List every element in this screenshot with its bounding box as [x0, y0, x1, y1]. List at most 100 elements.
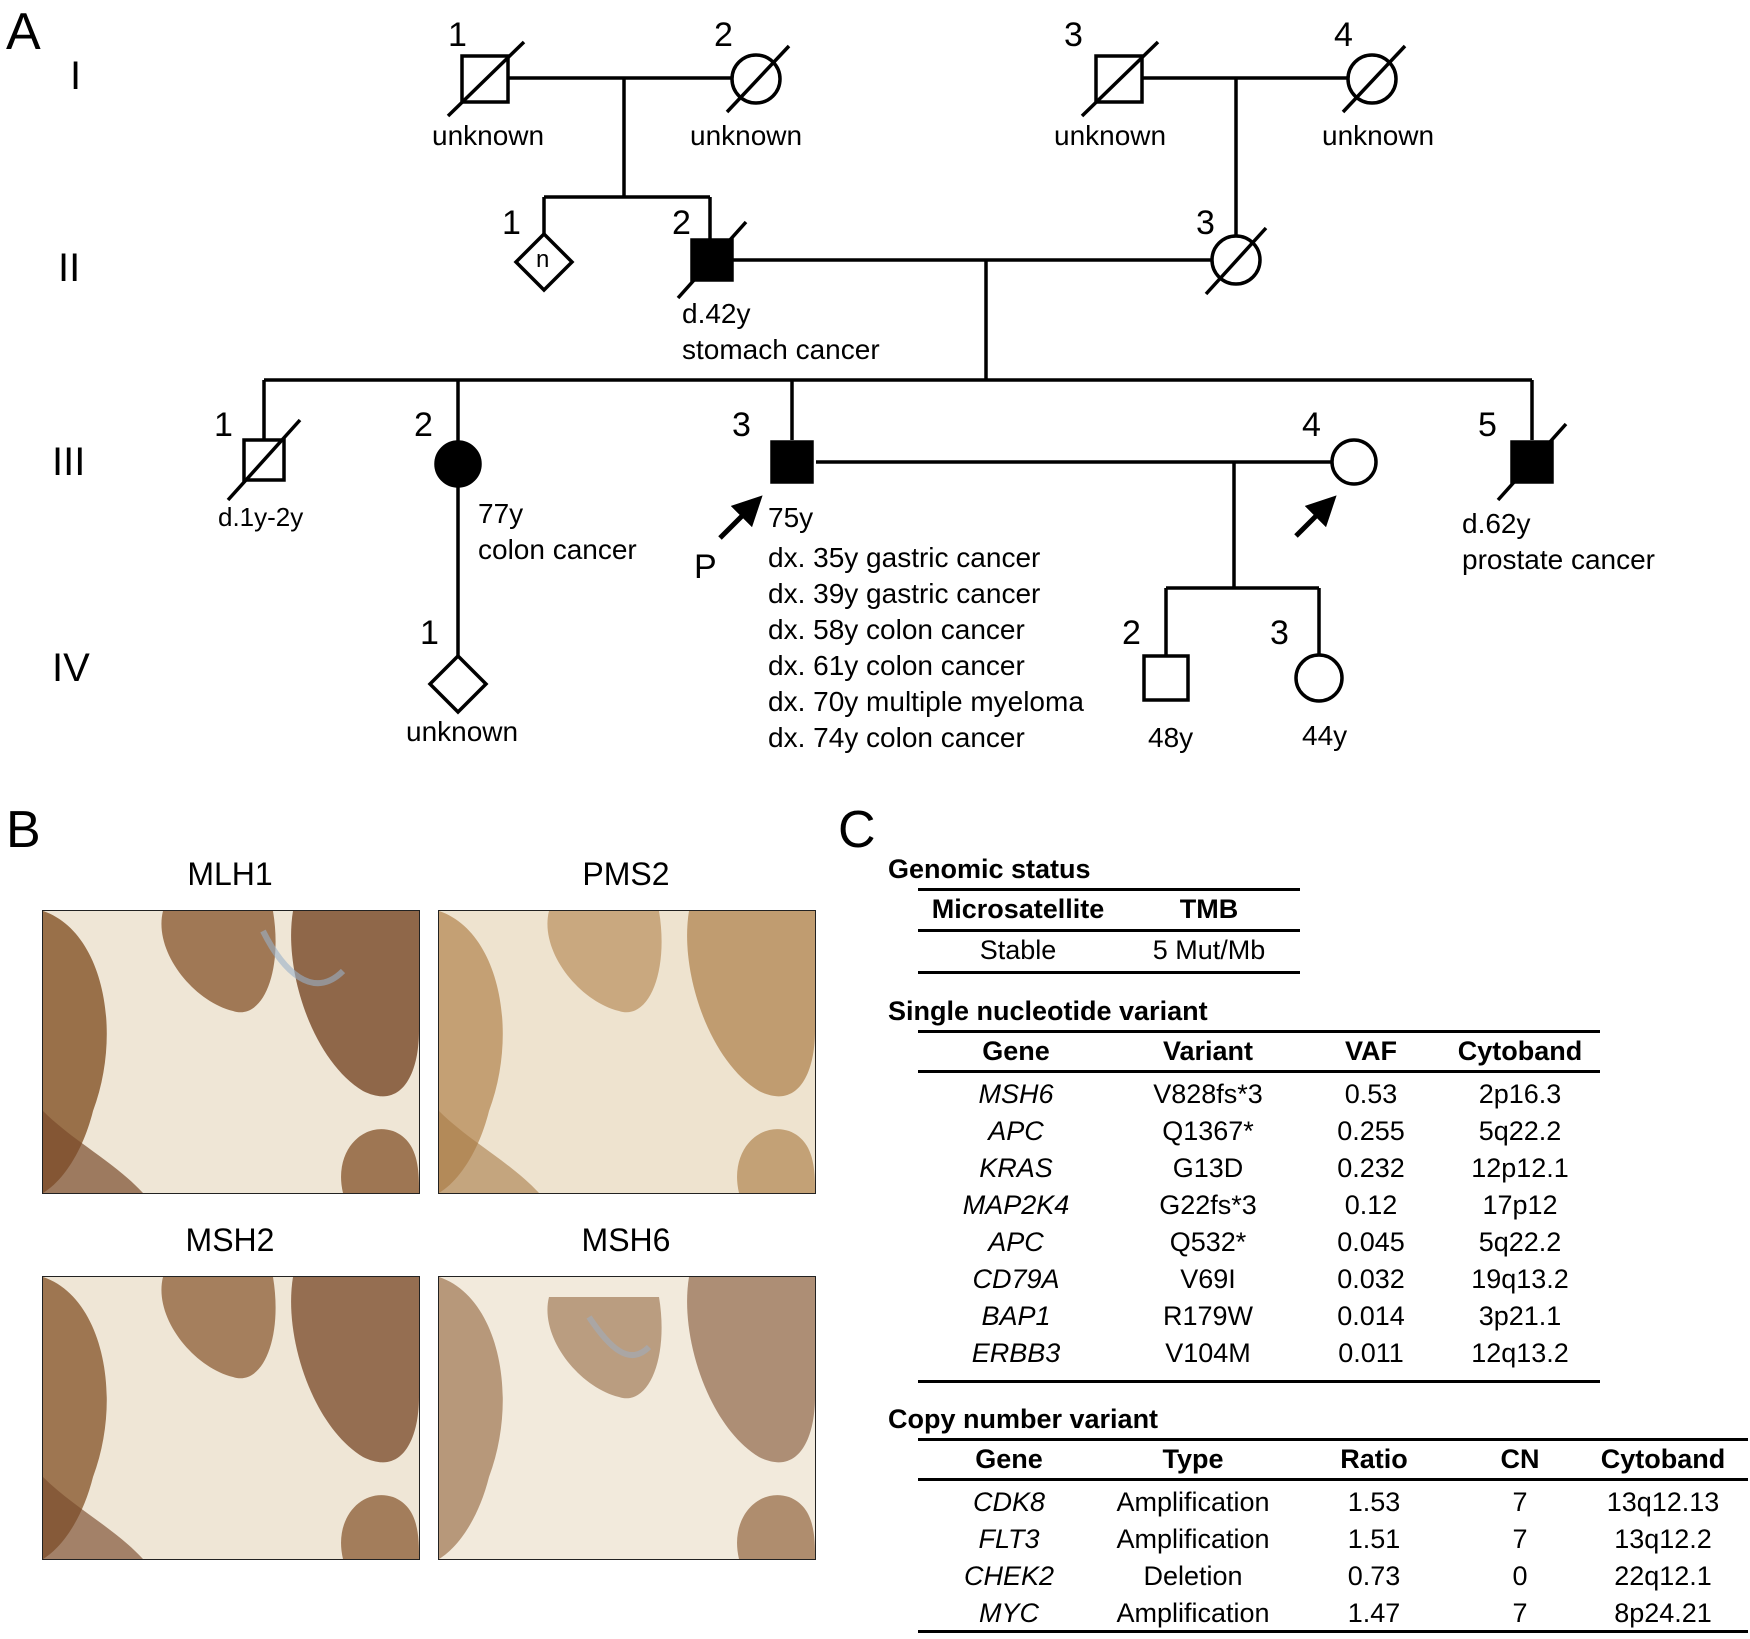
- cell: 19q13.2: [1471, 1264, 1569, 1294]
- III2-female-affected: [434, 440, 482, 488]
- ind-num-II1: 1: [502, 204, 521, 242]
- label-III5-death: d.62y: [1462, 508, 1531, 539]
- cell: 5q22.2: [1478, 1116, 1562, 1146]
- cell: 0.73: [1347, 1561, 1401, 1591]
- IV2-male: [1142, 654, 1190, 702]
- cell: KRAS: [979, 1153, 1053, 1183]
- cell: 0.255: [1337, 1116, 1405, 1146]
- ihc-image-msh6: [438, 1276, 816, 1560]
- cell: V828fs*3: [1153, 1079, 1263, 1109]
- col-header: VAF: [1345, 1036, 1397, 1066]
- cnv-table: Gene Type Ratio CN Cytoband CDK8 Amplifi…: [918, 1441, 1748, 1632]
- pedigree-diagram: [226, 40, 1568, 715]
- col-header: Type: [1162, 1444, 1224, 1474]
- II1-sex-unknown: [513, 231, 575, 293]
- table-row: APC Q1367* 0.255 5q22.2: [918, 1113, 1600, 1150]
- cell: MYC: [979, 1598, 1039, 1628]
- cell: 12p12.1: [1471, 1153, 1569, 1183]
- ihc-image-mlh1: [42, 910, 420, 1194]
- col-header: TMB: [1179, 894, 1239, 924]
- cell: Amplification: [1116, 1487, 1270, 1517]
- cell: FLT3: [978, 1524, 1040, 1554]
- panel-label-a: A: [6, 3, 41, 61]
- cell: 0.032: [1337, 1264, 1405, 1294]
- panel-label-c: C: [838, 801, 876, 859]
- label-III3-1: dx. 35y gastric cancer: [768, 542, 1041, 573]
- ind-num-I3: 3: [1064, 16, 1083, 54]
- cell: 7: [1512, 1598, 1528, 1628]
- cell: CDK8: [972, 1487, 1046, 1517]
- ind-num-I2: 2: [714, 16, 733, 54]
- label-I3: unknown: [1054, 120, 1167, 151]
- cell: Q532*: [1169, 1227, 1247, 1257]
- cell: V104M: [1165, 1338, 1251, 1368]
- cell: 0.53: [1344, 1079, 1398, 1109]
- col-header: Gene: [975, 1444, 1043, 1474]
- IV1-sex-unknown: [427, 653, 489, 715]
- cell: Stable: [979, 935, 1057, 965]
- III4-female: [1330, 438, 1378, 486]
- table-row: CHEK2 Deletion 0.73 0 22q12.1: [918, 1558, 1748, 1595]
- ind-num-II2: 2: [672, 204, 691, 242]
- cell: G22fs*3: [1159, 1190, 1257, 1220]
- cell: 0.12: [1344, 1190, 1398, 1220]
- label-III3-0: 75y: [768, 502, 814, 533]
- generation-label-IV: IV: [52, 646, 90, 690]
- cell: APC: [988, 1227, 1044, 1257]
- label-III1: d.1y-2y: [218, 502, 304, 532]
- ind-num-II3: 3: [1196, 204, 1215, 242]
- label-III3-3: dx. 58y colon cancer: [768, 614, 1025, 645]
- ind-num-III2: 2: [414, 406, 433, 444]
- table-row: CD79A V69I 0.032 19q13.2: [918, 1261, 1600, 1298]
- rule: [918, 1630, 1748, 1633]
- cell: 12q13.2: [1471, 1338, 1569, 1368]
- cell: 13q12.13: [1606, 1487, 1720, 1517]
- cell: 5 Mut/Mb: [1152, 935, 1266, 965]
- cell: Amplification: [1116, 1598, 1270, 1628]
- ind-num-III1: 1: [214, 406, 233, 444]
- table-row: MSH6 V828fs*3 0.53 2p16.3: [918, 1076, 1600, 1113]
- generation-label-I: I: [70, 54, 82, 98]
- col-header: Variant: [1162, 1036, 1254, 1066]
- rule: [918, 929, 1300, 932]
- cell: CHEK2: [963, 1561, 1055, 1591]
- cell: 7: [1512, 1487, 1528, 1517]
- label-III3-6: dx. 74y colon cancer: [768, 722, 1025, 753]
- label-III3-5: dx. 70y multiple myeloma: [768, 686, 1084, 717]
- table-row: BAP1 R179W 0.014 3p21.1: [918, 1298, 1600, 1335]
- table-row: MYC Amplification 1.47 7 8p24.21: [918, 1595, 1748, 1632]
- ind-num-III5: 5: [1478, 406, 1497, 444]
- label-IV2: 48y: [1148, 722, 1194, 753]
- cell: 22q12.1: [1614, 1561, 1712, 1591]
- cell: Q1367*: [1162, 1116, 1254, 1146]
- cell: 2p16.3: [1478, 1079, 1562, 1109]
- col-header: CN: [1500, 1444, 1540, 1474]
- label-II2-cancer: stomach cancer: [682, 334, 880, 365]
- cell: 0: [1512, 1561, 1528, 1591]
- proband-arrow: [718, 495, 763, 540]
- cnv-title: Copy number variant: [888, 1404, 1159, 1434]
- cell: 1.53: [1347, 1487, 1401, 1517]
- col-header: Cytoband: [1600, 1444, 1726, 1474]
- IV3-female: [1294, 653, 1344, 703]
- label-I1: unknown: [432, 120, 545, 151]
- ihc-title-mlh1: MLH1: [187, 856, 273, 892]
- table-row: FLT3 Amplification 1.51 7 13q12.2: [918, 1521, 1748, 1558]
- proband-marker: P: [694, 548, 717, 586]
- cell: 8p24.21: [1614, 1598, 1712, 1628]
- II1-n-marker: n: [536, 246, 550, 273]
- rule: [918, 1478, 1748, 1484]
- col-header: Gene: [982, 1036, 1050, 1066]
- label-III3-4: dx. 61y colon cancer: [768, 650, 1025, 681]
- label-III3-2: dx. 39y gastric cancer: [768, 578, 1041, 609]
- rule: [918, 1380, 1600, 1383]
- cell: 0.014: [1337, 1301, 1405, 1331]
- cell: V69I: [1180, 1264, 1236, 1294]
- ihc-title-msh6: MSH6: [581, 1222, 671, 1258]
- label-I4: unknown: [1322, 120, 1435, 151]
- cell: G13D: [1172, 1153, 1244, 1183]
- label-III2-age: 77y: [478, 498, 524, 529]
- cell: 0.011: [1338, 1338, 1404, 1368]
- ind-num-IV3: 3: [1270, 614, 1289, 652]
- ind-num-IV1: 1: [420, 614, 439, 652]
